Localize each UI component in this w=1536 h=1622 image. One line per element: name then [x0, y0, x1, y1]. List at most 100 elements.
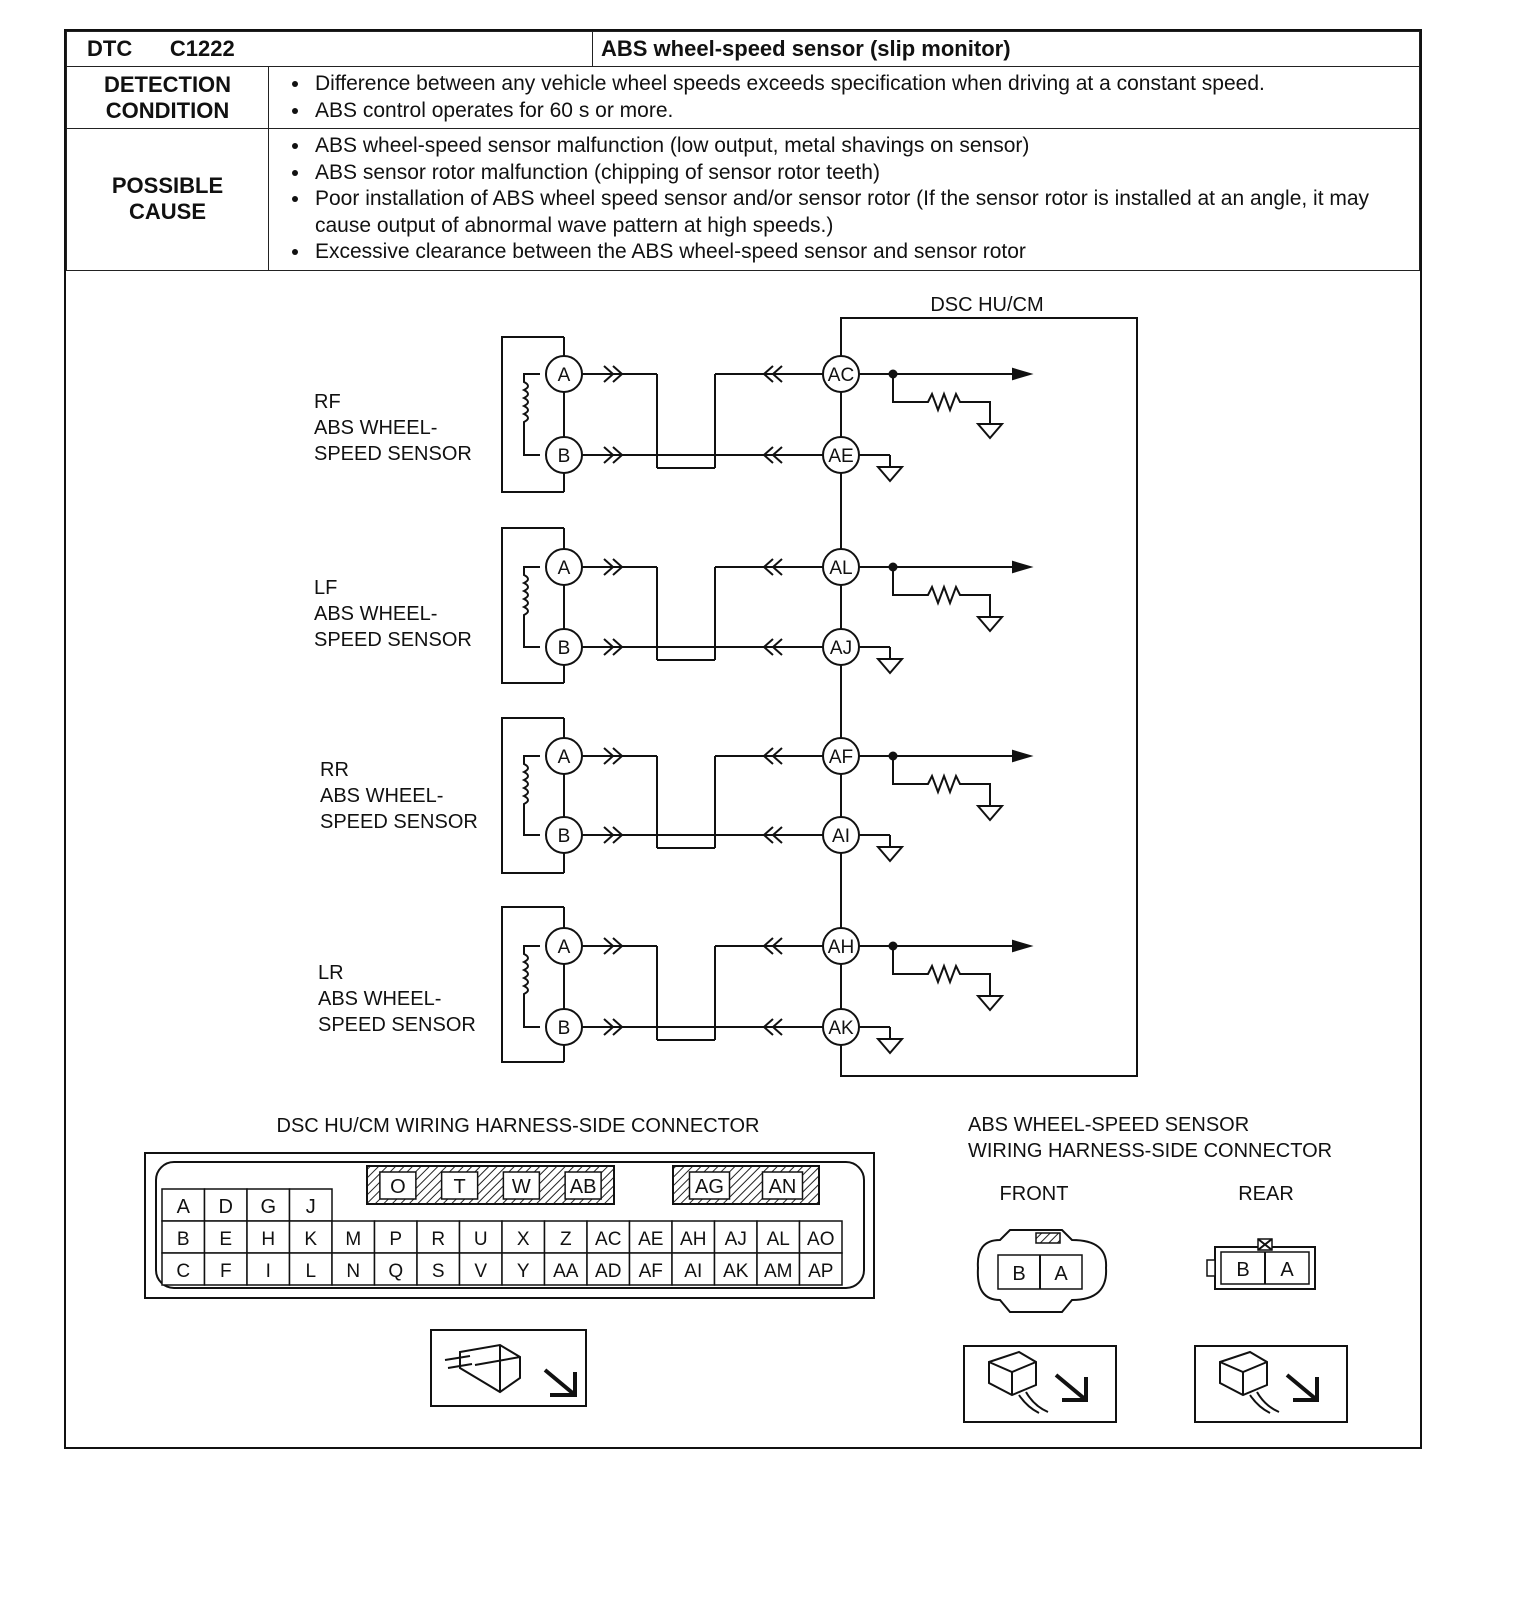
sensor-name-label: SPEED SENSOR	[314, 443, 472, 465]
dtc-sheet: DTC C1222 ABS wheel-speed sensor (slip m…	[64, 29, 1422, 1449]
sensor-name-label: SPEED SENSOR	[314, 629, 472, 651]
coil-icon	[521, 945, 540, 1028]
connector-pin-cell	[671, 1252, 716, 1286]
connector-pin-cell	[761, 1171, 804, 1200]
connector-pin-cell	[161, 1188, 206, 1222]
connector-pin-label: A	[177, 1196, 191, 1218]
connector-chevron	[762, 365, 783, 383]
connector-pin-label: T	[454, 1176, 466, 1198]
connector-pin-label: N	[346, 1261, 360, 1282]
connector-pin-label: AK	[723, 1261, 749, 1282]
front-pin-label: A	[1054, 1263, 1068, 1285]
connector-pin-label: P	[389, 1229, 402, 1250]
dsc-module-label: DSC HU/CM	[930, 294, 1043, 316]
connector-chevron	[603, 826, 624, 844]
signal-arrow-icon	[1012, 367, 1034, 381]
sensor-pin-b-label: B	[558, 826, 571, 847]
rear-connector-tab	[1206, 1259, 1216, 1277]
connector-pin-label: Y	[517, 1261, 530, 1282]
rear-view-icon	[1194, 1345, 1348, 1423]
connector-pin-cell	[543, 1252, 588, 1286]
connector-chevron	[762, 446, 783, 464]
connector-pin-label: I	[266, 1261, 271, 1282]
sensor-body	[501, 906, 564, 1063]
coil-icon	[521, 566, 540, 648]
connector-pin-cell	[713, 1252, 758, 1286]
sensor-pin-a-label: A	[558, 937, 571, 958]
detection-row: DETECTION CONDITION Difference between a…	[66, 66, 1420, 129]
connector-pin-cell	[246, 1188, 291, 1222]
connector-pin-label: AL	[767, 1229, 790, 1250]
sensor-pin-b-label: B	[558, 1018, 571, 1039]
module-terminal-signal-label: AF	[829, 747, 853, 768]
connector-pin-label: J	[306, 1196, 316, 1218]
connector-pin-label: S	[432, 1261, 445, 1282]
ground-icon	[875, 658, 905, 675]
connector-pin-label: AI	[684, 1261, 702, 1282]
connector-pin-label: AB	[570, 1176, 597, 1198]
connector-pin-label: E	[219, 1229, 232, 1250]
connector-pin-label: O	[390, 1176, 406, 1198]
wire-icon	[444, 1355, 473, 1369]
sensor-connector-title: WIRING HARNESS-SIDE CONNECTOR	[968, 1140, 1332, 1162]
module-terminal-signal-label: AH	[828, 937, 854, 958]
connector-pin-cell	[798, 1252, 843, 1286]
connector-pin-cell	[501, 1252, 546, 1286]
connector-pin-label: AA	[553, 1261, 579, 1282]
connector-pin-label: AN	[769, 1176, 797, 1198]
sensor-pin-a-label: A	[558, 365, 571, 386]
detection-body: Difference between any vehicle wheel spe…	[268, 66, 1420, 129]
connector-view-icon	[430, 1329, 587, 1407]
resistor-icon	[892, 946, 991, 996]
sensor-pin-b-label: B	[558, 446, 571, 467]
connector-body-icon	[1219, 1350, 1268, 1397]
connector-pin-cell	[586, 1252, 631, 1286]
connector-chevron	[603, 1018, 624, 1036]
sensor-position-label: LR	[318, 962, 344, 984]
connector-pin-cell	[416, 1220, 461, 1254]
connector-pin-label: W	[512, 1176, 531, 1198]
connector-pin-label: Q	[388, 1261, 403, 1282]
front-connector-latch	[1035, 1232, 1061, 1244]
connector-pin-cell	[288, 1188, 333, 1222]
connector-chevron	[603, 937, 624, 955]
front-label: FRONT	[1000, 1183, 1069, 1205]
connector-pin-cell	[288, 1220, 333, 1254]
ground-icon	[875, 466, 905, 483]
connector-chevron	[603, 747, 624, 765]
module-terminal-signal-label: AL	[829, 558, 852, 579]
detection-heading-line: DETECTION	[103, 71, 232, 97]
connector-pin-cell	[203, 1220, 248, 1254]
connector-chevron	[762, 558, 783, 576]
dtc-code: C1222	[169, 36, 235, 61]
signal-arrow-icon	[1012, 749, 1034, 763]
connector-pin-label: AC	[595, 1229, 621, 1250]
wire-icon	[1018, 1391, 1049, 1414]
connector-pin-cell	[798, 1220, 843, 1254]
sensor-name-label: ABS WHEEL-	[314, 417, 437, 439]
sensor-name-label: ABS WHEEL-	[318, 988, 441, 1010]
sensor-name-label: ABS WHEEL-	[314, 603, 437, 625]
cause-item: Poor installation of ABS wheel speed sen…	[311, 186, 1411, 239]
connector-pin-label: F	[220, 1261, 232, 1282]
connector-chevron	[762, 1018, 783, 1036]
signal-arrow-icon	[1012, 939, 1034, 953]
rear-label: REAR	[1238, 1183, 1294, 1205]
resistor-icon	[892, 374, 991, 424]
connector-body-icon	[474, 1345, 521, 1392]
sensor-pin-a-label: A	[558, 558, 571, 579]
arrow-icon	[1054, 1373, 1088, 1402]
connector-pin-cell	[564, 1171, 602, 1200]
module-terminal-signal-label: AC	[828, 365, 854, 386]
connector-pin-label: AG	[695, 1176, 724, 1198]
sensor-name-label: SPEED SENSOR	[318, 1014, 476, 1036]
connector-chevron	[603, 558, 624, 576]
sensor-name-label: ABS WHEEL-	[320, 785, 443, 807]
connector-pin-cell	[502, 1171, 541, 1200]
cause-item: ABS sensor rotor malfunction (chipping o…	[311, 160, 1411, 187]
connector-pin-cell	[440, 1171, 479, 1200]
ground-icon	[975, 616, 1005, 633]
detection-list: Difference between any vehicle wheel spe…	[277, 71, 1411, 124]
